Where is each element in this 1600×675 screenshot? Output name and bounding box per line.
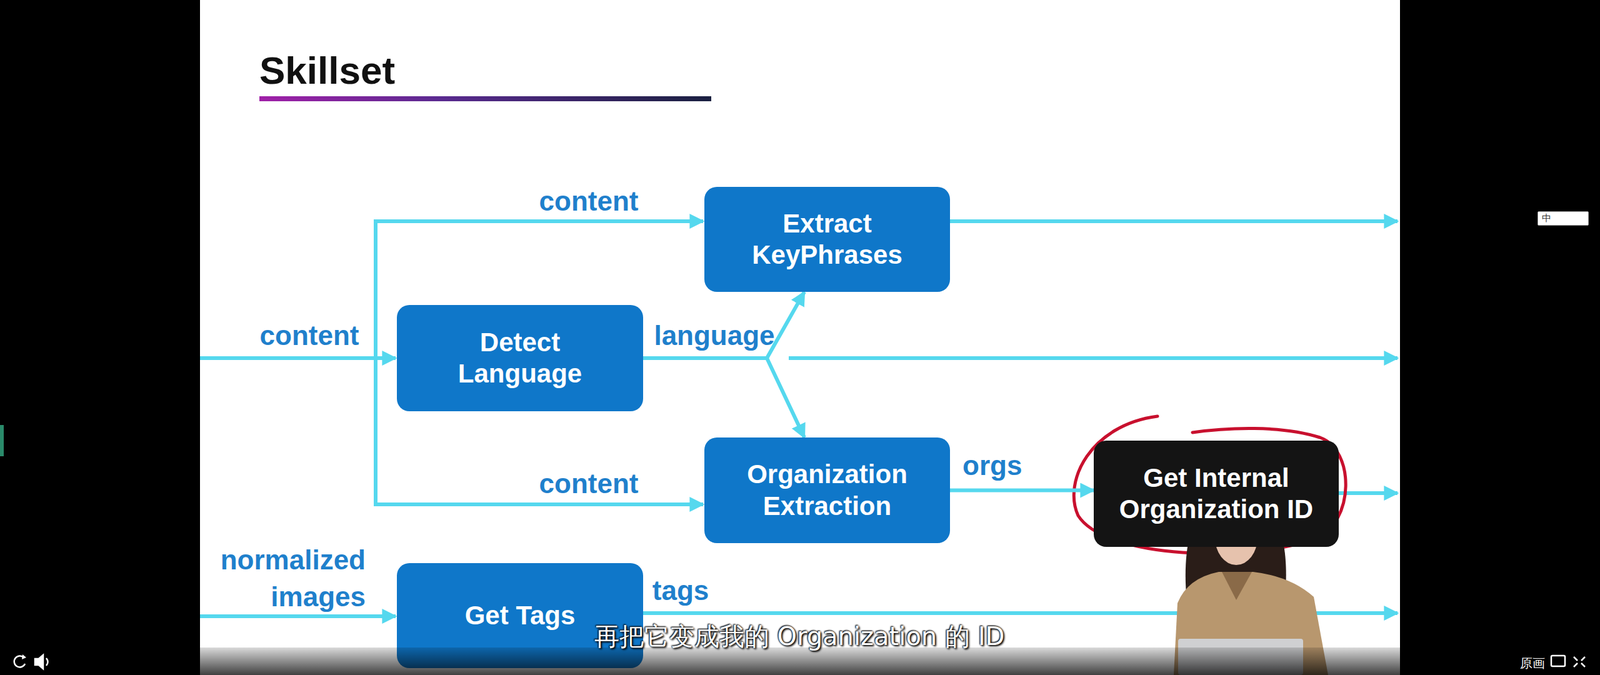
- output-line: [788, 356, 1398, 360]
- highlight-circle: [1073, 416, 1346, 554]
- skill-box: Extract KeyPhrases: [704, 186, 950, 292]
- player-icons: [0, 647, 1600, 675]
- input-line: [373, 502, 704, 507]
- skill-box: Detect Language: [396, 305, 644, 412]
- slide-title: Skillset: [259, 51, 395, 90]
- title-underline: [259, 96, 712, 102]
- box-label: Extract KeyPhrases: [724, 208, 931, 272]
- box-label: Organization Extraction: [724, 458, 931, 522]
- box-label: Get Tags: [465, 600, 576, 632]
- box-label: Get Internal Organization ID: [1113, 462, 1320, 526]
- edge-label: normalized images: [190, 541, 366, 616]
- video-subtitle: 再把它变成我的 Organization 的 ID: [594, 621, 1005, 652]
- lookup-box: Get Internal Organization ID: [1093, 440, 1339, 547]
- input-line: [200, 614, 396, 619]
- edge-marker: [0, 425, 4, 457]
- input-line: [373, 219, 704, 224]
- edge-label: language: [653, 319, 775, 353]
- quality-button: 原画: [1520, 655, 1545, 671]
- connector-arrow: [950, 488, 1094, 493]
- output-line: [950, 219, 1398, 224]
- output-line: [1338, 491, 1398, 495]
- edge-label: content: [260, 319, 360, 353]
- widget-label: 中: [1541, 212, 1552, 224]
- input-line: [200, 356, 396, 360]
- skill-box: Organization Extraction: [704, 437, 950, 544]
- edge-label: tags: [652, 574, 709, 608]
- edge-label: content: [539, 185, 639, 219]
- edge-label: orgs: [962, 448, 1022, 482]
- connector-arrow: [643, 358, 805, 438]
- player-control-bar: [0, 647, 1600, 675]
- edge-label: content: [539, 467, 639, 501]
- box-label: Detect Language: [416, 326, 624, 390]
- connector-arrow: [643, 291, 805, 359]
- widget-icons: [1559, 214, 1581, 222]
- branch-line: [373, 221, 378, 505]
